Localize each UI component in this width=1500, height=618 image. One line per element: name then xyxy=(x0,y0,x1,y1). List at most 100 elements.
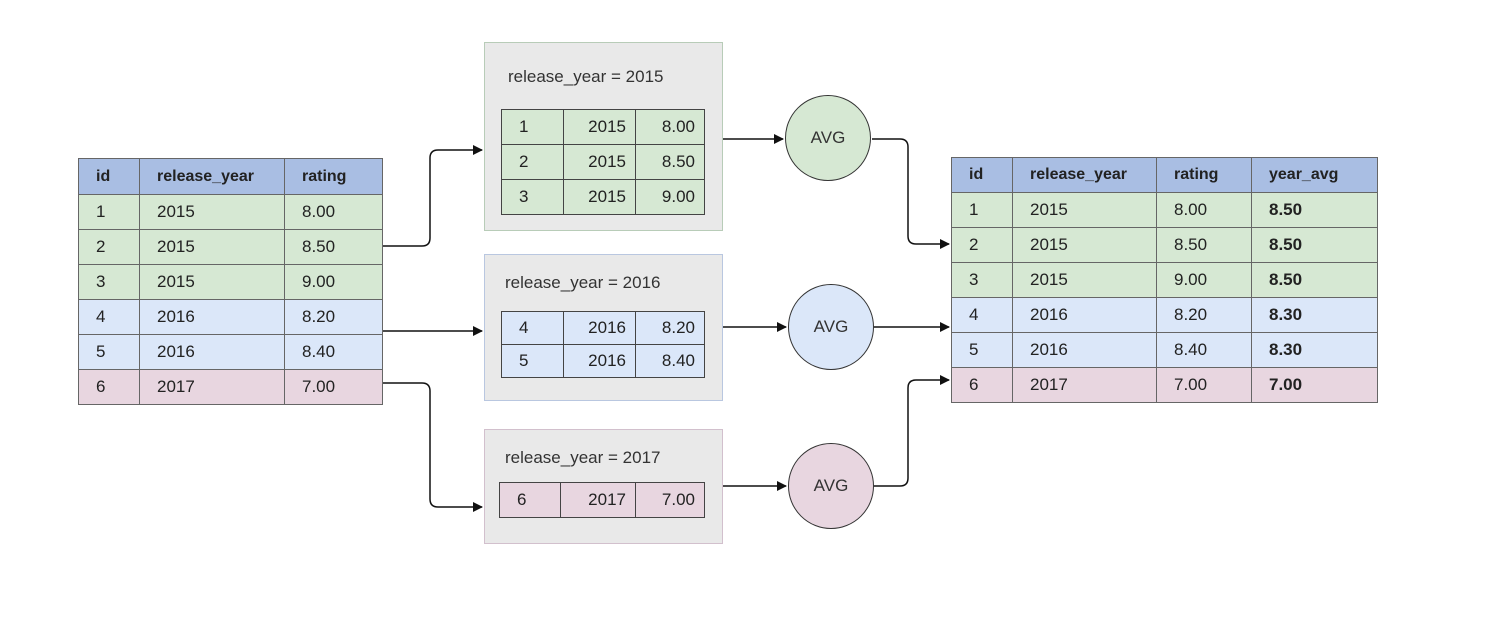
table-row: 2 2015 8.50 xyxy=(501,144,705,180)
cell: 9.00 xyxy=(635,179,705,215)
table-row: 6 2017 7.00 xyxy=(499,482,705,518)
year-avg-cell: 8.50 xyxy=(1251,192,1378,228)
cell: 7.00 xyxy=(1156,367,1252,403)
arrow-source-to-group-2015 xyxy=(381,145,483,247)
cell: 2015 xyxy=(139,194,285,230)
column-header: id xyxy=(78,158,140,195)
cell: 1 xyxy=(501,109,564,145)
cell: 7.00 xyxy=(635,482,705,518)
table-row: 4 2016 8.20 xyxy=(78,299,383,335)
result-table-header: id release_year rating year_avg xyxy=(951,157,1378,193)
group-table-2015: 1 2015 8.00 2 2015 8.50 3 2015 9.00 xyxy=(501,109,705,215)
group-table-2016: 4 2016 8.20 5 2016 8.40 xyxy=(501,311,705,378)
arrow-source-to-group-2017 xyxy=(381,382,483,512)
avg-node-2016: AVG xyxy=(788,284,874,370)
table-row: 4 2016 8.20 8.30 xyxy=(951,297,1378,333)
table-row: 1 2015 8.00 xyxy=(78,194,383,230)
cell: 2015 xyxy=(1012,262,1157,298)
cell: 2016 xyxy=(1012,332,1157,368)
group-panel-2017: release_year = 2017 6 2017 7.00 xyxy=(484,429,723,544)
column-header: id xyxy=(951,157,1013,193)
cell: 6 xyxy=(78,369,140,405)
cell: 8.00 xyxy=(1156,192,1252,228)
cell: 8.00 xyxy=(284,194,383,230)
source-table-header: id release_year rating xyxy=(78,158,383,195)
cell: 4 xyxy=(501,311,564,345)
cell: 3 xyxy=(78,264,140,300)
cell: 8.00 xyxy=(635,109,705,145)
cell: 2016 xyxy=(139,334,285,370)
cell: 2015 xyxy=(1012,192,1157,228)
year-avg-cell: 7.00 xyxy=(1251,367,1378,403)
cell: 6 xyxy=(499,482,561,518)
cell: 2016 xyxy=(1012,297,1157,333)
result-table: id release_year rating year_avg 1 2015 8… xyxy=(951,157,1378,403)
cell: 7.00 xyxy=(284,369,383,405)
group-panel-2015: release_year = 2015 1 2015 8.00 2 2015 8… xyxy=(484,42,723,231)
year-avg-cell: 8.50 xyxy=(1251,227,1378,263)
cell: 2016 xyxy=(563,344,636,378)
cell: 2015 xyxy=(1012,227,1157,263)
column-header: year_avg xyxy=(1251,157,1378,193)
cell: 8.50 xyxy=(284,229,383,265)
cell: 8.50 xyxy=(1156,227,1252,263)
table-row: 2 2015 8.50 8.50 xyxy=(951,227,1378,263)
year-avg-cell: 8.30 xyxy=(1251,297,1378,333)
group-panel-2016: release_year = 2016 4 2016 8.20 5 2016 8… xyxy=(484,254,723,401)
table-row: 6 2017 7.00 7.00 xyxy=(951,367,1378,403)
cell: 2015 xyxy=(139,264,285,300)
cell: 2015 xyxy=(139,229,285,265)
avg-node-2017: AVG xyxy=(788,443,874,529)
cell: 9.00 xyxy=(284,264,383,300)
cell: 4 xyxy=(951,297,1013,333)
table-row: 5 2016 8.40 xyxy=(78,334,383,370)
avg-node-2015: AVG xyxy=(785,95,871,181)
table-row: 4 2016 8.20 xyxy=(501,311,705,345)
group-label: release_year = 2017 xyxy=(505,448,661,467)
column-header: rating xyxy=(284,158,383,195)
cell: 2017 xyxy=(560,482,636,518)
table-row: 1 2015 8.00 8.50 xyxy=(951,192,1378,228)
cell: 8.20 xyxy=(1156,297,1252,333)
table-row: 3 2015 9.00 8.50 xyxy=(951,262,1378,298)
cell: 8.20 xyxy=(635,311,705,345)
column-header: release_year xyxy=(1012,157,1157,193)
cell: 2016 xyxy=(563,311,636,345)
cell: 1 xyxy=(78,194,140,230)
cell: 5 xyxy=(501,344,564,378)
cell: 2 xyxy=(78,229,140,265)
column-header: release_year xyxy=(139,158,285,195)
cell: 2015 xyxy=(563,179,636,215)
cell: 3 xyxy=(501,179,564,215)
cell: 2015 xyxy=(563,109,636,145)
table-row: 3 2015 9.00 xyxy=(78,264,383,300)
table-row: 6 2017 7.00 xyxy=(78,369,383,405)
cell: 2017 xyxy=(139,369,285,405)
cell: 1 xyxy=(951,192,1013,228)
cell: 8.40 xyxy=(1156,332,1252,368)
table-row: 5 2016 8.40 xyxy=(501,344,705,378)
cell: 8.40 xyxy=(635,344,705,378)
group-label: release_year = 2016 xyxy=(505,273,661,292)
cell: 8.20 xyxy=(284,299,383,335)
cell: 9.00 xyxy=(1156,262,1252,298)
table-row: 2 2015 8.50 xyxy=(78,229,383,265)
group-label: release_year = 2015 xyxy=(508,67,664,86)
cell: 6 xyxy=(951,367,1013,403)
cell: 8.50 xyxy=(635,144,705,180)
group-table-2017: 6 2017 7.00 xyxy=(499,482,705,518)
source-table: id release_year rating 1 2015 8.00 2 201… xyxy=(78,158,383,405)
cell: 2015 xyxy=(563,144,636,180)
column-header: rating xyxy=(1156,157,1252,193)
table-row: 1 2015 8.00 xyxy=(501,109,705,145)
cell: 4 xyxy=(78,299,140,335)
table-row: 3 2015 9.00 xyxy=(501,179,705,215)
cell: 3 xyxy=(951,262,1013,298)
cell: 2 xyxy=(501,144,564,180)
table-row: 5 2016 8.40 8.30 xyxy=(951,332,1378,368)
cell: 8.40 xyxy=(284,334,383,370)
cell: 2016 xyxy=(139,299,285,335)
cell: 5 xyxy=(951,332,1013,368)
year-avg-cell: 8.50 xyxy=(1251,262,1378,298)
